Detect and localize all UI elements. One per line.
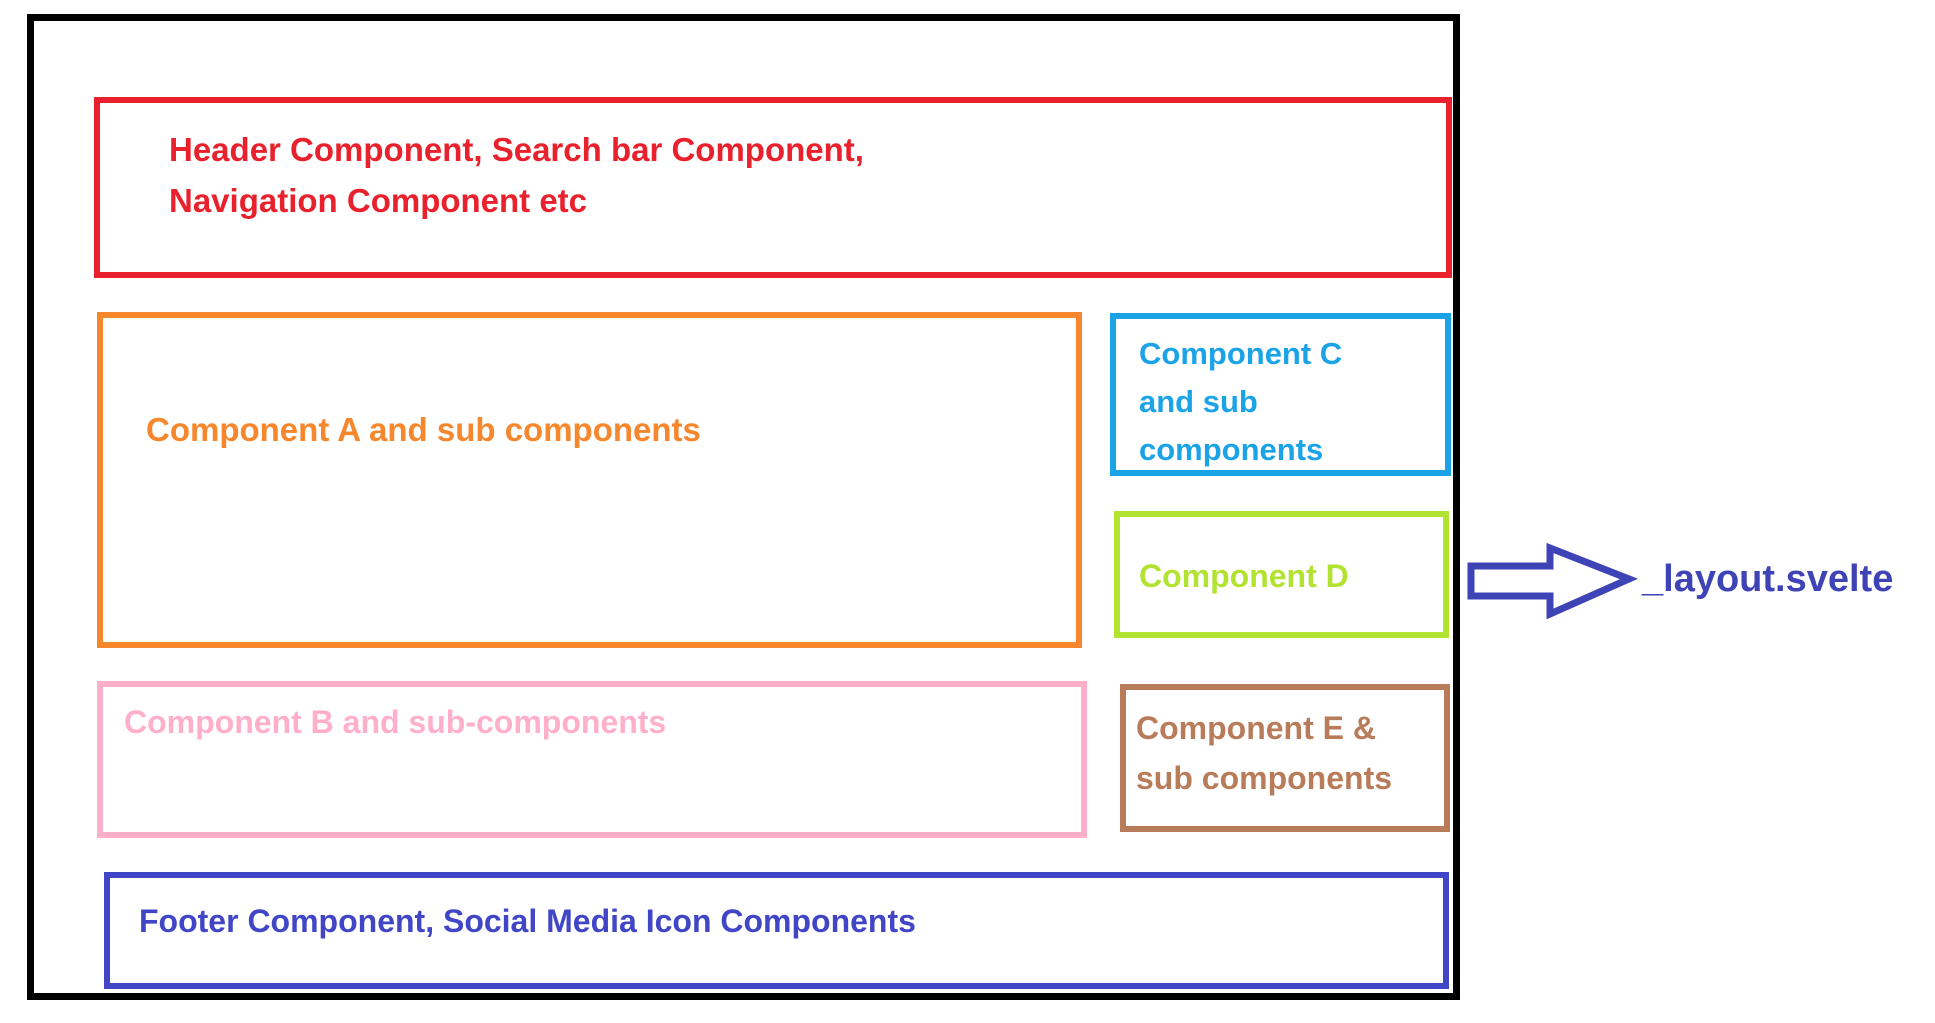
component-d-box: Component D — [1114, 511, 1449, 638]
right-block-arrow-icon — [1467, 542, 1639, 620]
header-box-label: Header Component, Search bar Component, … — [169, 131, 864, 219]
footer-box: Footer Component, Social Media Icon Comp… — [104, 872, 1449, 989]
right-block-arrow-outline — [1467, 542, 1639, 620]
component-d-label: Component D — [1139, 558, 1349, 594]
component-e-label: Component E & sub components — [1136, 710, 1393, 796]
component-c-label: Component C and sub components — [1139, 336, 1343, 467]
component-b-box: Component B and sub-components — [97, 681, 1087, 838]
header-box: Header Component, Search bar Component, … — [94, 97, 1452, 278]
component-c-box: Component C and sub components — [1110, 313, 1451, 476]
app-outline-box: Header Component, Search bar Component, … — [27, 14, 1460, 1000]
component-e-box: Component E & sub components — [1120, 684, 1450, 832]
component-a-label: Component A and sub components — [146, 411, 701, 448]
footer-box-label: Footer Component, Social Media Icon Comp… — [139, 903, 916, 939]
layout-svelte-label: _layout.svelte — [1642, 558, 1894, 600]
component-a-box: Component A and sub components — [97, 312, 1082, 648]
component-b-label: Component B and sub-components — [124, 704, 667, 740]
